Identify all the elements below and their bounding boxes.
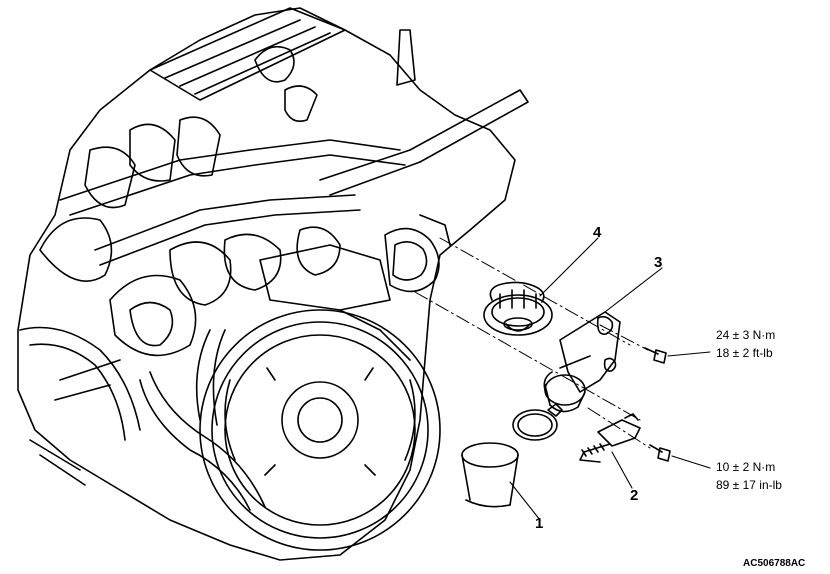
thermostat-part-4 (483, 281, 553, 336)
torque-lower-metric: 10 ± 2 N·m (716, 460, 775, 474)
torque-upper-metric: 24 ± 3 N·m (716, 328, 775, 342)
hose-part-1 (461, 442, 519, 508)
engine-block-illustration (17, 7, 529, 561)
alignment-lines (414, 237, 651, 449)
callout-4: 4 (593, 224, 602, 241)
callout-2: 2 (630, 487, 638, 504)
torque-lower-imperial: 89 ± 17 in-lb (716, 478, 782, 492)
hose-clamp (512, 403, 563, 441)
figure-code: AC506788AC (743, 558, 805, 569)
bracket-part-2 (579, 413, 641, 463)
water-inlet-fitting-part-3 (543, 311, 621, 413)
callout-1: 1 (535, 515, 543, 532)
torque-upper-imperial: 18 ± 2 ft-lb (716, 346, 773, 360)
leader-lines (509, 237, 711, 521)
callout-3: 3 (654, 254, 662, 271)
bolt-upper (644, 347, 667, 364)
bolt-lower (649, 444, 671, 462)
crank-pulley-illustration (199, 309, 441, 551)
